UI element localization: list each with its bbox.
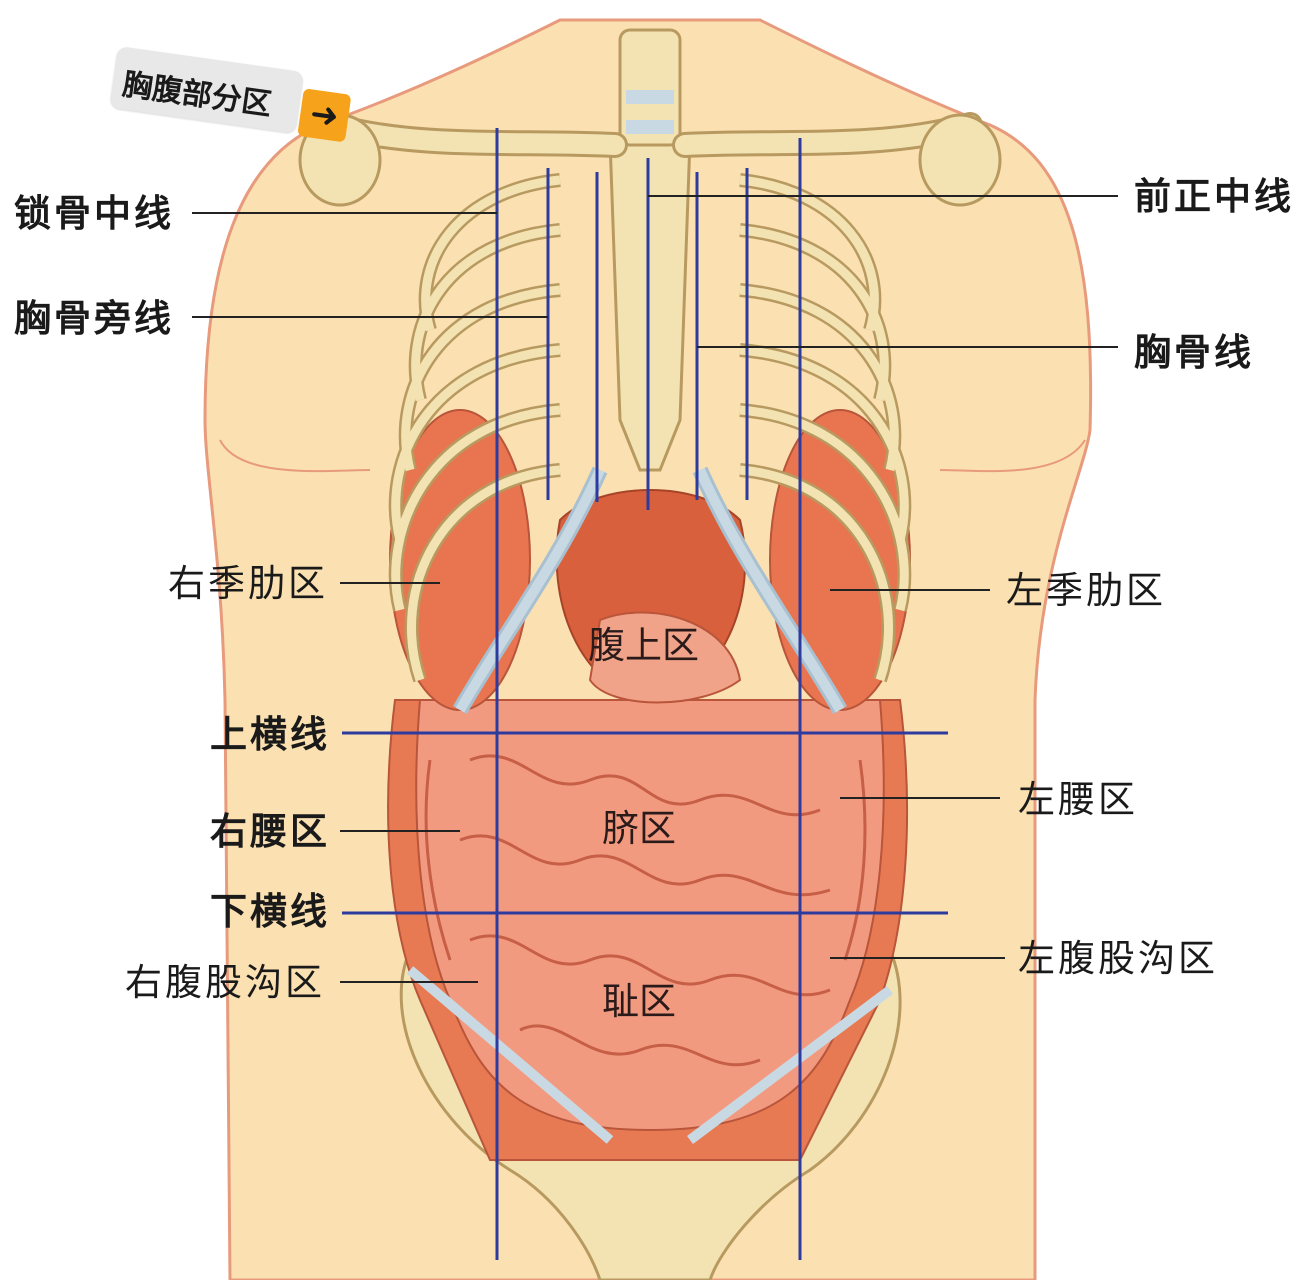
region-umbilical: 脐区 [602,807,676,850]
title-tag-text: 胸腹部分区 [120,67,274,123]
label-right-hypochondriac: 右季肋区 [168,562,328,605]
label-anterior-median: 前正中线 [1134,175,1294,218]
label-left-inguinal: 左腹股沟区 [1018,937,1218,980]
intestines [415,699,885,1132]
inguinal-ligament-right [406,966,614,1144]
label-right-inguinal: 右腹股沟区 [125,961,325,1004]
label-upper-transverse: 上横线 [210,713,330,756]
label-sternal: 胸骨线 [1134,331,1254,374]
region-epigastric: 腹上区 [588,624,699,667]
region-pubic: 耻区 [602,980,676,1023]
leader-lines [192,195,1118,983]
stomach [588,611,742,704]
arrow-right-icon: ➜ [297,88,352,143]
label-right-lumbar: 右腰区 [210,810,330,853]
label-left-lumbar: 左腰区 [1018,778,1138,821]
label-midclavicular: 锁骨中线 [14,192,174,235]
spine [618,28,682,147]
label-parasternal: 胸骨旁线 [14,297,174,340]
arm-crease-left [219,439,371,473]
inguinal-ligament-left [687,986,893,1144]
arm-crease-right [939,439,1086,473]
label-lower-transverse: 下横线 [210,890,330,933]
label-left-hypochondriac: 左季肋区 [1006,569,1166,612]
sternum [608,138,692,472]
